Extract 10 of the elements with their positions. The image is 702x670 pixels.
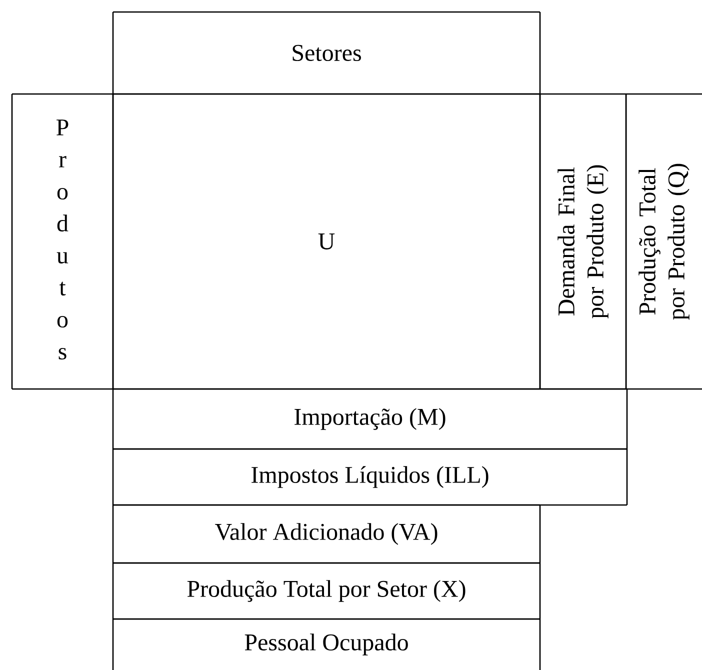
table-cell: Impostos Líquidos (ILL): [112, 448, 628, 506]
table-cell: Importação (M): [112, 388, 628, 450]
table-cell: Produtos: [11, 93, 114, 390]
table-cell: Valor Adicionado (VA): [112, 504, 541, 564]
table-cell: U: [112, 93, 541, 390]
table-cell: Pessoal Ocupado: [112, 618, 541, 670]
table-cell: Demanda Final por Produto (E): [539, 93, 627, 390]
table-cell: Produção Total por Setor (X): [112, 562, 541, 620]
table-cell: Setores: [112, 11, 541, 95]
table-cell: Produção Total por Produto (Q): [625, 93, 702, 390]
